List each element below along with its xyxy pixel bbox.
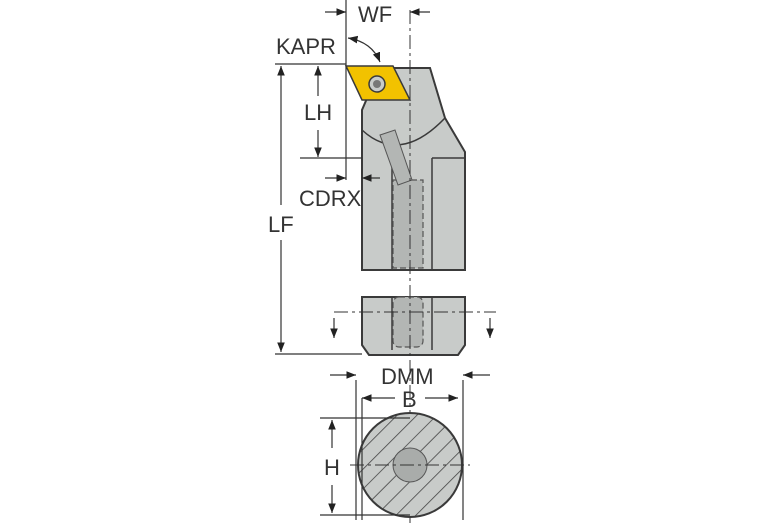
label-lf: LF bbox=[268, 212, 294, 237]
tool-shank bbox=[334, 296, 496, 356]
dimension-lines bbox=[275, 0, 494, 520]
label-lh: LH bbox=[304, 100, 332, 125]
label-kapr: KAPR bbox=[276, 34, 336, 59]
label-h: H bbox=[324, 455, 340, 480]
label-b: B bbox=[402, 387, 417, 412]
label-dmm: DMM bbox=[381, 364, 434, 389]
insert bbox=[344, 65, 412, 101]
label-cdrx: CDRX bbox=[299, 186, 362, 211]
cross-section bbox=[350, 412, 470, 518]
label-wf: WF bbox=[358, 2, 392, 27]
tool-head bbox=[361, 67, 466, 271]
